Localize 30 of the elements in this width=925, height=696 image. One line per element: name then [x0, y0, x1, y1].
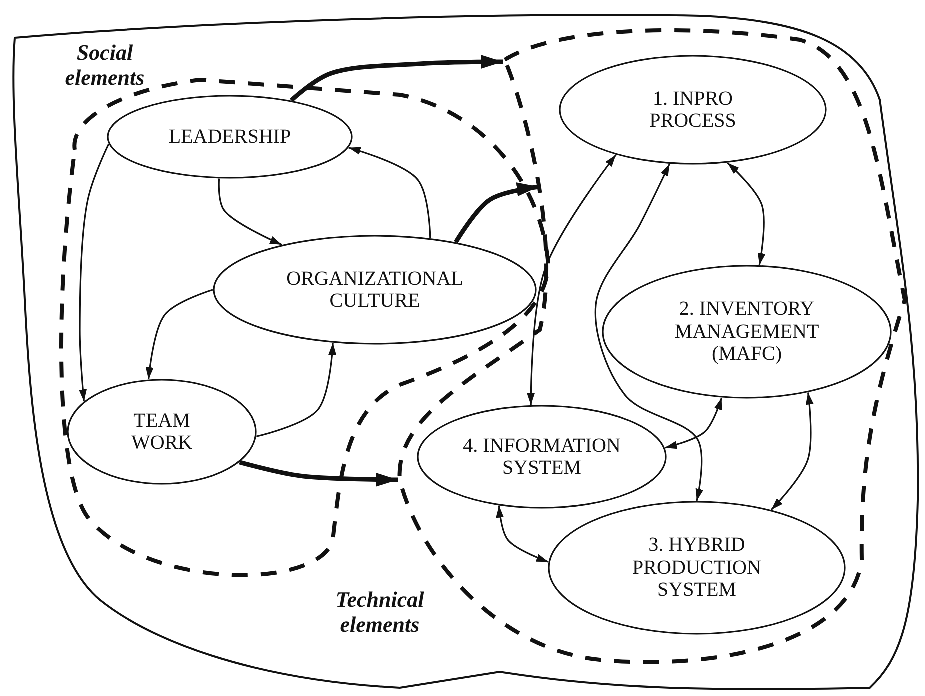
- arrow: [496, 506, 549, 563]
- arrow: [79, 144, 110, 402]
- thick-arrow: [290, 55, 503, 102]
- thick-arrow: [239, 460, 398, 487]
- arrow: [594, 164, 704, 502]
- ellipse-node: [107, 95, 353, 179]
- arrow: [256, 343, 336, 438]
- node-label: 3. HYBRID PRODUCTION SYSTEM: [632, 533, 762, 604]
- node-label: TEAM WORK: [130, 408, 194, 456]
- arrow: [727, 162, 766, 266]
- arrow: [218, 178, 282, 246]
- node-label: ORGANIZATIONAL CULTURE: [286, 266, 464, 314]
- ellipse-node: [548, 501, 846, 635]
- arrow: [664, 398, 723, 450]
- region-label: Technical elements: [334, 587, 426, 638]
- node-label: 2. INVENTORY MANAGEMENT (MAFC): [674, 297, 820, 368]
- node-label: LEADERSHIP: [168, 124, 292, 150]
- node-label: 4. INFORMATION SYSTEM: [462, 434, 622, 481]
- arrow: [527, 154, 617, 406]
- thick-arrow: [454, 182, 540, 244]
- ellipse-node: [67, 379, 257, 485]
- arrow: [348, 147, 432, 238]
- ellipse-node: [559, 55, 827, 165]
- arrow: [770, 392, 814, 511]
- arrow: [146, 289, 214, 380]
- node-label: 1. INPRO PROCESS: [648, 86, 738, 134]
- region-label: Social elements: [64, 40, 146, 91]
- ellipse-node: [602, 265, 892, 399]
- ellipse-node: [417, 405, 667, 509]
- ellipse-node: [213, 235, 537, 345]
